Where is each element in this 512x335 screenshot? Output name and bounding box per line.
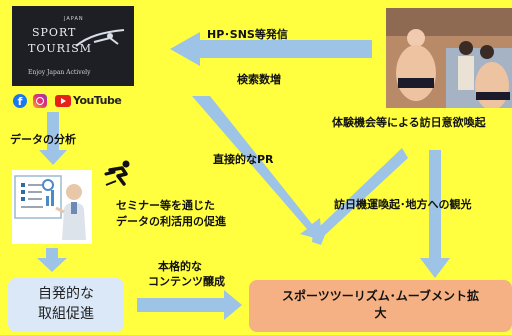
label-direct-pr: 直接的なPR xyxy=(213,153,274,166)
youtube-icon xyxy=(55,95,71,107)
label-seminar-1: セミナー等を通じた xyxy=(116,199,215,212)
label-hp-sns: HP･SNS等発信 xyxy=(207,28,288,41)
arrow-direct-pr xyxy=(192,96,322,240)
autonomous-line-2: 取組促進 xyxy=(38,306,94,322)
arrow-data-analysis xyxy=(39,112,67,165)
label-experience: 体験機会等による訪日意欲喚起 xyxy=(332,116,486,129)
movement-line-1: スポーツツーリズム･ムーブメント拡 xyxy=(281,289,480,303)
label-tourism-visit: 訪日機運喚起･地方への観光 xyxy=(334,198,472,211)
label-seminar-2: データの利活用の促進 xyxy=(116,215,226,228)
arrow-autonomous xyxy=(37,248,67,272)
slipping-person-icon xyxy=(104,160,130,186)
label-content-1: 本格的な xyxy=(158,260,202,273)
label-data-analysis: データの分析 xyxy=(10,133,76,146)
logo-line-1: SPORT xyxy=(32,26,77,39)
movement-line-2: 大 xyxy=(374,306,387,320)
arrow-hp-sns xyxy=(170,32,372,66)
arrow-tourism xyxy=(420,150,450,278)
autonomous-line-1: 自発的な xyxy=(38,286,94,302)
autonomous-initiative-box: 自発的な 取組促進 xyxy=(8,278,124,332)
facebook-icon: f xyxy=(13,94,27,108)
logo-line-2: TOURISM xyxy=(28,42,93,55)
youtube-label: YouTube xyxy=(73,94,122,107)
event-photo xyxy=(386,8,512,108)
sport-tourism-logo: JAPAN SPORT TOURISM Enjoy Japan Actively xyxy=(12,6,134,86)
arrow-content xyxy=(137,290,242,320)
logo-tagline: Enjoy Japan Actively xyxy=(28,69,91,76)
skier-icon xyxy=(75,29,125,47)
arrow-search xyxy=(312,148,408,245)
label-content-2: コンテンツ醸成 xyxy=(148,275,225,288)
movement-expansion-box: スポーツツーリズム･ムーブメント拡 大 xyxy=(249,280,512,332)
label-search-increase: 検索数増 xyxy=(237,73,281,86)
instagram-icon xyxy=(33,94,47,108)
logo-small-text: JAPAN xyxy=(64,16,84,22)
data-analysis-illustration xyxy=(12,170,92,244)
